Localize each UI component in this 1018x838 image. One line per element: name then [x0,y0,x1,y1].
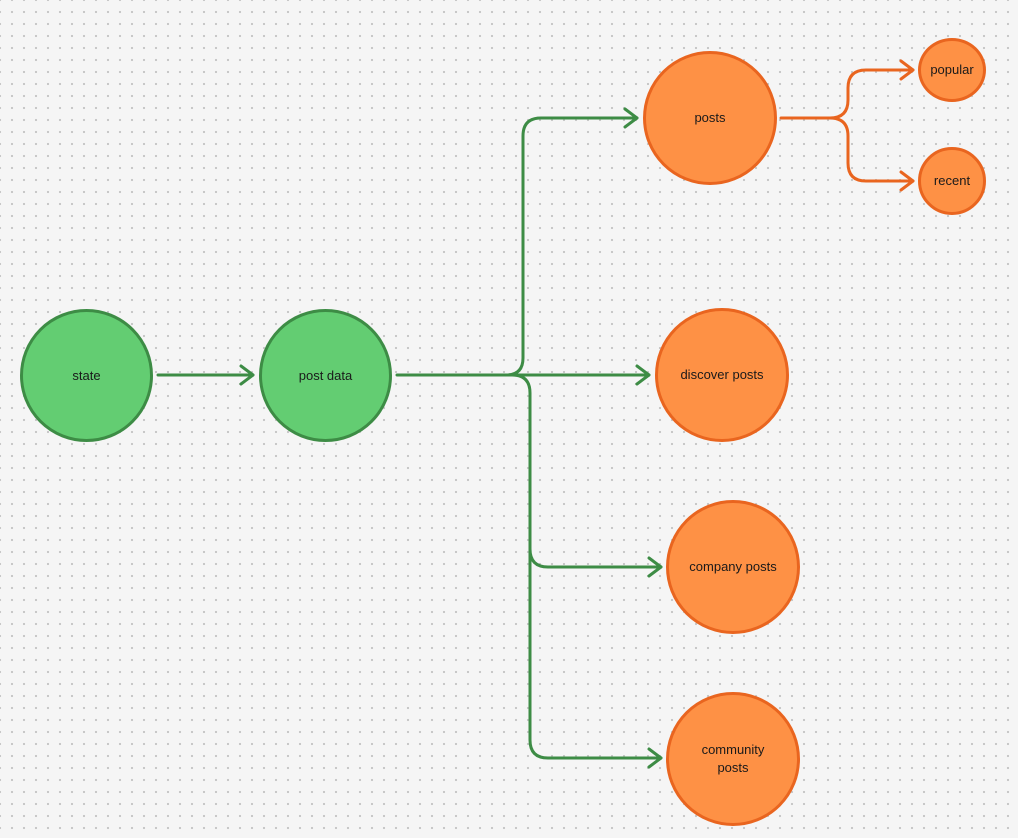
arrowhead-post-data [239,364,255,386]
node-post-data-label: post data [298,367,353,383]
edge-post-data-to-posts [504,116,639,377]
node-state-label: state [72,367,101,383]
node-discover-posts[interactable]: discover posts [655,308,789,442]
node-post-data[interactable]: post data [259,309,392,442]
arrowhead-popular [899,59,915,81]
edge-posts-to-popular [828,68,915,120]
node-company-posts[interactable]: company posts [666,500,800,634]
node-discover-posts-label: discover posts [680,367,764,382]
edge-post-data-to-company-posts [510,373,663,569]
arrowhead-community-posts [647,747,663,769]
node-popular[interactable]: popular [918,38,986,102]
node-posts[interactable]: posts [643,51,777,185]
node-posts-label: posts [694,110,726,125]
node-company-posts-label: company posts [689,559,777,574]
arrowhead-company-posts [647,556,663,578]
edge-post-data-to-community-posts [528,547,663,760]
arrowhead-recent [899,170,915,192]
edge-posts-to-recent [828,116,915,183]
node-community-posts[interactable]: community posts [666,692,800,826]
node-state[interactable]: state [20,309,153,442]
node-community-posts-label: community posts [701,742,765,775]
node-popular-label: popular [930,62,974,77]
arrowhead-discover-posts [635,364,651,386]
node-recent-label: recent [933,173,971,188]
node-recent[interactable]: recent [918,147,986,215]
arrowhead-posts [623,107,639,129]
